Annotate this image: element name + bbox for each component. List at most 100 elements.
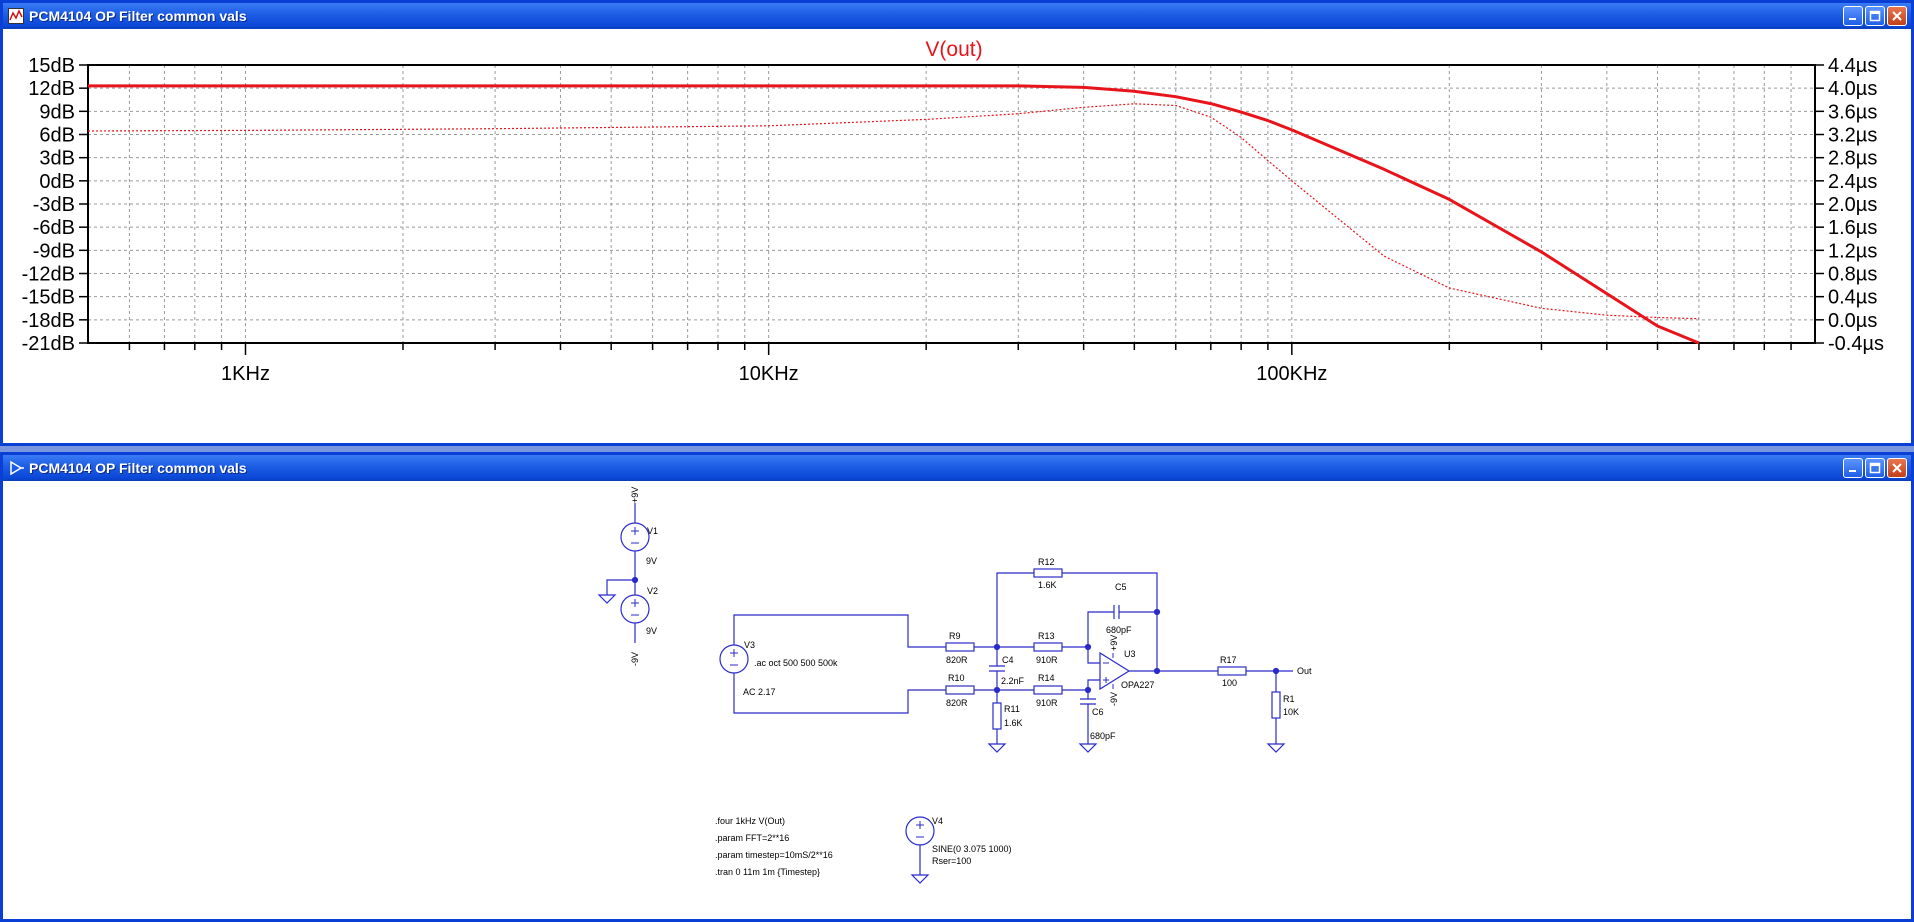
r17-name-label[interactable]: R17 (1220, 655, 1237, 665)
y-left-tick-label: -12dB (22, 264, 75, 286)
x-tick-label: 100KHz (1256, 363, 1327, 385)
v1-name-label[interactable]: V1 (647, 526, 658, 536)
schematic-canvas[interactable]: +9V V1 9V V2 9V -9V V3 .ac oct 500 500 5… (3, 481, 1911, 919)
c5-value-label[interactable]: 680pF (1106, 625, 1132, 635)
group-delay-trace[interactable] (87, 103, 1699, 320)
y-right-tick-label: 3.6µs (1828, 101, 1877, 123)
capacitor-c4[interactable] (989, 647, 1005, 690)
r14-value-label[interactable]: 910R (1036, 698, 1058, 708)
r14-name-label[interactable]: R14 (1038, 673, 1055, 683)
schematic-window-title: PCM4104 OP Filter common vals (29, 460, 247, 476)
trace-label-vout[interactable]: V(out) (925, 38, 982, 61)
minimize-button[interactable] (1843, 458, 1863, 478)
resistor-r13[interactable] (1033, 642, 1063, 652)
c4-value-label[interactable]: 2.2nF (1001, 676, 1025, 686)
x-tick-label: 10KHz (739, 363, 799, 385)
v4-rser-label[interactable]: Rser=100 (932, 856, 971, 866)
resistor-r14[interactable] (1033, 685, 1063, 695)
magnitude-trace[interactable] (88, 84, 1700, 345)
wire (1087, 679, 1100, 690)
v2-value-label[interactable]: 9V (646, 626, 657, 636)
spice-directive[interactable]: .param FFT=2**16 (715, 833, 789, 843)
schematic[interactable]: +9V V1 9V V2 9V -9V V3 .ac oct 500 500 5… (3, 481, 1911, 919)
r10-value-label[interactable]: 820R (946, 698, 968, 708)
r9-name-label[interactable]: R9 (949, 631, 961, 641)
close-button[interactable] (1887, 6, 1907, 26)
x-tick-label: 1KHz (221, 363, 270, 385)
y-right-tick-label: 2.8µs (1828, 148, 1877, 170)
v4-name-label[interactable]: V4 (932, 816, 943, 826)
c4-name-label[interactable]: C4 (1002, 655, 1014, 665)
r12-value-label[interactable]: 1.6K (1038, 580, 1057, 590)
v4-value-label[interactable]: SINE(0 3.075 1000) (932, 844, 1012, 854)
resistor-r10[interactable] (945, 685, 975, 695)
ground-symbol (988, 737, 1006, 753)
ground-symbol (1267, 737, 1285, 753)
r1-name-label[interactable]: R1 (1283, 694, 1295, 704)
y-right-tick-label: 2.4µs (1828, 171, 1877, 193)
bode-plot[interactable]: 15dB12dB9dB6dB3dB0dB-3dB-6dB-9dB-12dB-15… (3, 29, 1911, 443)
voltage-source-v4[interactable] (905, 816, 935, 869)
minimize-icon (1849, 18, 1856, 20)
wire (733, 614, 940, 648)
voltage-source-v1[interactable] (620, 503, 650, 580)
r17-value-label[interactable]: 100 (1222, 678, 1237, 688)
spice-directive[interactable]: .four 1kHz V(Out) (715, 816, 785, 826)
maximize-button[interactable] (1865, 458, 1885, 478)
wire (996, 572, 1034, 647)
y-left-tick-label: 9dB (39, 101, 75, 123)
maximize-button[interactable] (1865, 6, 1885, 26)
voltage-source-v2[interactable] (620, 580, 650, 643)
spice-directive[interactable]: .param timestep=10mS/2**16 (715, 850, 833, 860)
r11-value-label[interactable]: 1.6K (1004, 718, 1023, 728)
spice-directive[interactable]: .tran 0 11m 1m {Timestep} (715, 867, 820, 877)
u3-negative-supply-label: -9V (1109, 692, 1119, 706)
wire (733, 673, 940, 714)
c6-name-label[interactable]: C6 (1092, 707, 1104, 717)
y-left-tick-label: -18dB (22, 310, 75, 332)
minimize-button[interactable] (1843, 6, 1863, 26)
close-button[interactable] (1887, 458, 1907, 478)
r9-value-label[interactable]: 820R (946, 655, 968, 665)
v2-bottom-net-label: -9V (630, 652, 640, 666)
ground-symbol (911, 868, 929, 884)
close-icon (1892, 11, 1902, 21)
schematic-window-titlebar[interactable]: PCM4104 OP Filter common vals (3, 455, 1911, 481)
capacitor-c6[interactable] (1080, 698, 1096, 738)
c5-name-label[interactable]: C5 (1115, 582, 1127, 592)
r10-name-label[interactable]: R10 (948, 673, 965, 683)
close-icon (1892, 463, 1902, 473)
c6-value-label[interactable]: 680pF (1090, 731, 1116, 741)
v2-name-label[interactable]: V2 (647, 586, 658, 596)
resistor-r17[interactable] (1217, 666, 1247, 676)
u3-name-label[interactable]: U3 (1124, 649, 1136, 659)
r12-name-label[interactable]: R12 (1038, 557, 1055, 567)
y-left-tick-label: 12dB (28, 78, 75, 100)
junction (631, 576, 639, 584)
resistor-r9[interactable] (945, 642, 975, 652)
y-left-tick-label: -15dB (22, 287, 75, 309)
u3-model-label[interactable]: OPA227 (1121, 680, 1154, 690)
r13-name-label[interactable]: R13 (1038, 631, 1055, 641)
plot-window-titlebar[interactable]: PCM4104 OP Filter common vals (3, 3, 1911, 29)
out-net-label[interactable]: Out (1297, 666, 1312, 676)
opamp-u3[interactable] (1099, 651, 1131, 691)
r11-name-label[interactable]: R11 (1004, 704, 1020, 714)
schematic-window[interactable]: PCM4104 OP Filter common vals (0, 452, 1914, 922)
v3-ac-directive[interactable]: .ac oct 500 500 500k (754, 658, 838, 668)
y-right-tick-label: 0.8µs (1828, 264, 1877, 286)
r13-value-label[interactable]: 910R (1036, 655, 1058, 665)
wire (606, 579, 635, 589)
r1-value-label[interactable]: 10K (1283, 707, 1299, 717)
waveform-window-icon (8, 8, 24, 24)
resistor-r12[interactable] (1033, 568, 1063, 578)
capacitor-c5[interactable] (1113, 605, 1120, 619)
wire (1062, 572, 1158, 651)
resistor-r11[interactable] (992, 702, 1002, 730)
v3-name-label[interactable]: V3 (744, 640, 755, 650)
v3-value-label[interactable]: AC 2.17 (743, 687, 776, 697)
v1-value-label[interactable]: 9V (646, 556, 657, 566)
resistor-r1[interactable] (1271, 691, 1281, 719)
